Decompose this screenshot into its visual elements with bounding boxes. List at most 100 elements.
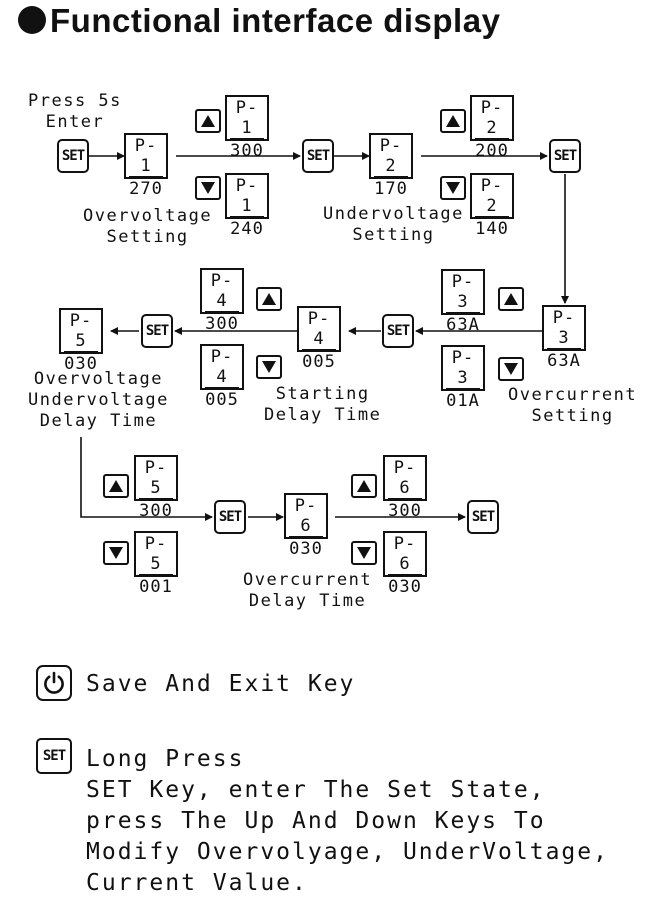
set-key-enter[interactable]: SET (57, 139, 89, 173)
display-value: 030 (289, 539, 323, 559)
triangle-down-icon (262, 361, 276, 373)
down-key[interactable] (103, 541, 129, 565)
triangle-down-icon (446, 182, 460, 194)
display-value: 030 (388, 577, 422, 597)
power-icon (44, 671, 64, 694)
display-code: P-5 (64, 311, 98, 353)
display-value: 01A (446, 391, 480, 411)
power-key[interactable] (36, 665, 72, 701)
up-key[interactable] (256, 287, 282, 311)
display-value: 300 (388, 501, 422, 521)
display-code: P-6 (388, 458, 422, 500)
up-key[interactable] (351, 474, 377, 498)
page-title-text: Functional interface display (50, 2, 501, 39)
up-key[interactable] (440, 109, 466, 133)
display-code: P-5 (139, 458, 173, 500)
display-code: P-6 (289, 496, 323, 538)
triangle-down-icon (504, 363, 518, 375)
triangle-up-icon (262, 293, 276, 305)
down-key[interactable] (195, 176, 221, 200)
down-key[interactable] (351, 541, 377, 565)
display-code: P-4 (205, 271, 239, 313)
up-key[interactable] (498, 287, 524, 311)
down-key[interactable] (498, 357, 524, 381)
down-key[interactable] (440, 176, 466, 200)
down-key[interactable] (256, 355, 282, 379)
display-code: P-4 (302, 309, 336, 351)
triangle-down-icon (357, 547, 371, 559)
up-key[interactable] (195, 109, 221, 133)
display-code: P-2 (374, 136, 408, 178)
set-key-2[interactable]: SET (549, 139, 581, 173)
display-value: 030 (64, 354, 98, 374)
set-key-6[interactable]: SET (467, 500, 499, 534)
triangle-up-icon (504, 293, 518, 305)
display-code: P-5 (139, 534, 173, 576)
page-title: Functional interface display (18, 2, 500, 40)
display-code: P-1 (230, 98, 264, 140)
triangle-up-icon (446, 115, 460, 127)
display-code: P-1 (230, 176, 264, 218)
triangle-up-icon (357, 480, 371, 492)
display-value: 170 (374, 179, 408, 199)
set-key-4[interactable]: SET (141, 314, 173, 348)
set-key-legend[interactable]: SET (36, 738, 72, 774)
triangle-up-icon (201, 115, 215, 127)
triangle-down-icon (109, 547, 123, 559)
display-code: P-1 (129, 136, 163, 178)
display-value: 63A (446, 315, 480, 335)
bullet-icon (18, 6, 46, 34)
display-value: 005 (205, 390, 239, 410)
up-key[interactable] (103, 474, 129, 498)
display-code: P-4 (205, 347, 239, 389)
triangle-down-icon (201, 182, 215, 194)
set-key-1[interactable]: SET (302, 139, 334, 173)
display-value: 200 (475, 141, 509, 161)
display-code: P-6 (388, 534, 422, 576)
display-code: P-2 (475, 176, 509, 218)
display-value: 005 (302, 352, 336, 372)
display-value: 300 (205, 314, 239, 334)
display-value: 140 (475, 219, 509, 239)
power-key-description: Save And Exit Key (86, 671, 356, 697)
display-value: 240 (230, 219, 264, 239)
display-value: 63A (547, 351, 581, 371)
triangle-up-icon (109, 480, 123, 492)
display-value: 001 (139, 577, 173, 597)
display-value: 270 (129, 179, 163, 199)
set-key-3[interactable]: SET (382, 314, 414, 348)
arrow-p5-set (80, 437, 213, 521)
display-code: P-2 (475, 98, 509, 140)
display-code: P-3 (446, 348, 480, 390)
display-code: P-3 (446, 272, 480, 314)
display-value: 300 (139, 501, 173, 521)
set-key-5[interactable]: SET (214, 500, 246, 534)
